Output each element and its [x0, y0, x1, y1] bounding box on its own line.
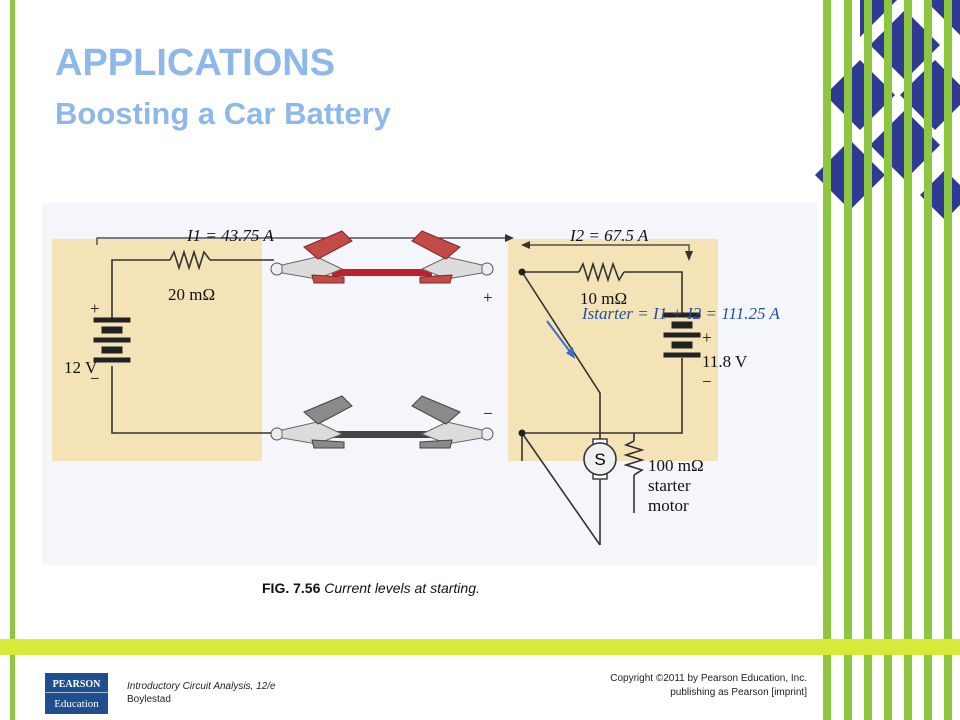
- copyright-notice: Copyright ©2011 by Pearson Education, In…: [610, 672, 807, 700]
- resistor-20-milliohm: [169, 249, 211, 271]
- book-title: Introductory Circuit Analysis, 12/e: [127, 681, 276, 692]
- label-v-right: 11.8 V: [702, 352, 748, 371]
- figure-caption-text: Current levels at starting.: [324, 580, 480, 596]
- label-minus-right: −: [702, 372, 712, 391]
- slide-title: APPLICATIONS: [55, 42, 336, 84]
- red-clamp-right: [411, 230, 494, 284]
- red-jumper-cable: [332, 269, 432, 276]
- pearson-logo: PEARSON Education: [45, 673, 108, 714]
- label-minus-left: −: [90, 369, 100, 388]
- label-r2: 10 mΩ: [580, 289, 627, 308]
- copyright-line-1: Copyright ©2011 by Pearson Education, In…: [610, 673, 807, 684]
- left-accent-bar: [10, 0, 15, 720]
- circuit-figure: S I1 = 43.75 A 20 mΩ 12 V + − I2 = 67.5 …: [42, 203, 817, 565]
- label-plus-right-junction: +: [483, 288, 493, 307]
- resistor-100-milliohm: [623, 440, 645, 476]
- label-v-left: 12 V: [64, 358, 98, 377]
- black-jumper-cable: [332, 431, 432, 438]
- label-i1: I1 = 43.75 A: [186, 226, 274, 245]
- figure-number: FIG. 7.56: [262, 580, 321, 596]
- red-clamp-left: [270, 230, 353, 284]
- book-author: Boylestad: [127, 694, 171, 705]
- label-starter-line2: motor: [648, 496, 689, 515]
- right-battery-symbol: [663, 312, 701, 358]
- right-car-panel: [508, 239, 718, 461]
- gray-clamp-left: [270, 395, 353, 449]
- label-r-starter: 100 mΩ: [648, 456, 704, 475]
- left-battery-symbol: [93, 317, 131, 363]
- label-plus-left: +: [90, 299, 100, 318]
- label-r1: 20 mΩ: [168, 285, 215, 304]
- label-minus-right-junction: −: [483, 404, 493, 423]
- left-car-panel: [52, 239, 262, 461]
- logo-text-bottom: Education: [54, 698, 99, 710]
- figure-caption: FIG. 7.56 Current levels at starting.: [262, 580, 480, 596]
- label-i2: I2 = 67.5 A: [569, 226, 649, 245]
- starter-motor-symbol: [583, 442, 617, 476]
- slide-subtitle: Boosting a Car Battery: [55, 96, 391, 131]
- book-info: Introductory Circuit Analysis, 12/e Boyl…: [127, 680, 276, 706]
- motor-s-label: S: [594, 450, 605, 469]
- resistor-10-milliohm: [578, 261, 625, 283]
- decorative-stripes: [815, 0, 960, 720]
- gray-clamp-right: [411, 395, 494, 449]
- copyright-line-2: publishing as Pearson [imprint]: [670, 687, 807, 698]
- label-plus-right: +: [702, 328, 712, 347]
- label-starter-line1: starter: [648, 476, 691, 495]
- bottom-accent-bar: [0, 639, 960, 655]
- logo-text-top: PEARSON: [53, 679, 102, 690]
- label-i-starter: Istarter = I1 + I2 = 111.25 A: [581, 304, 780, 323]
